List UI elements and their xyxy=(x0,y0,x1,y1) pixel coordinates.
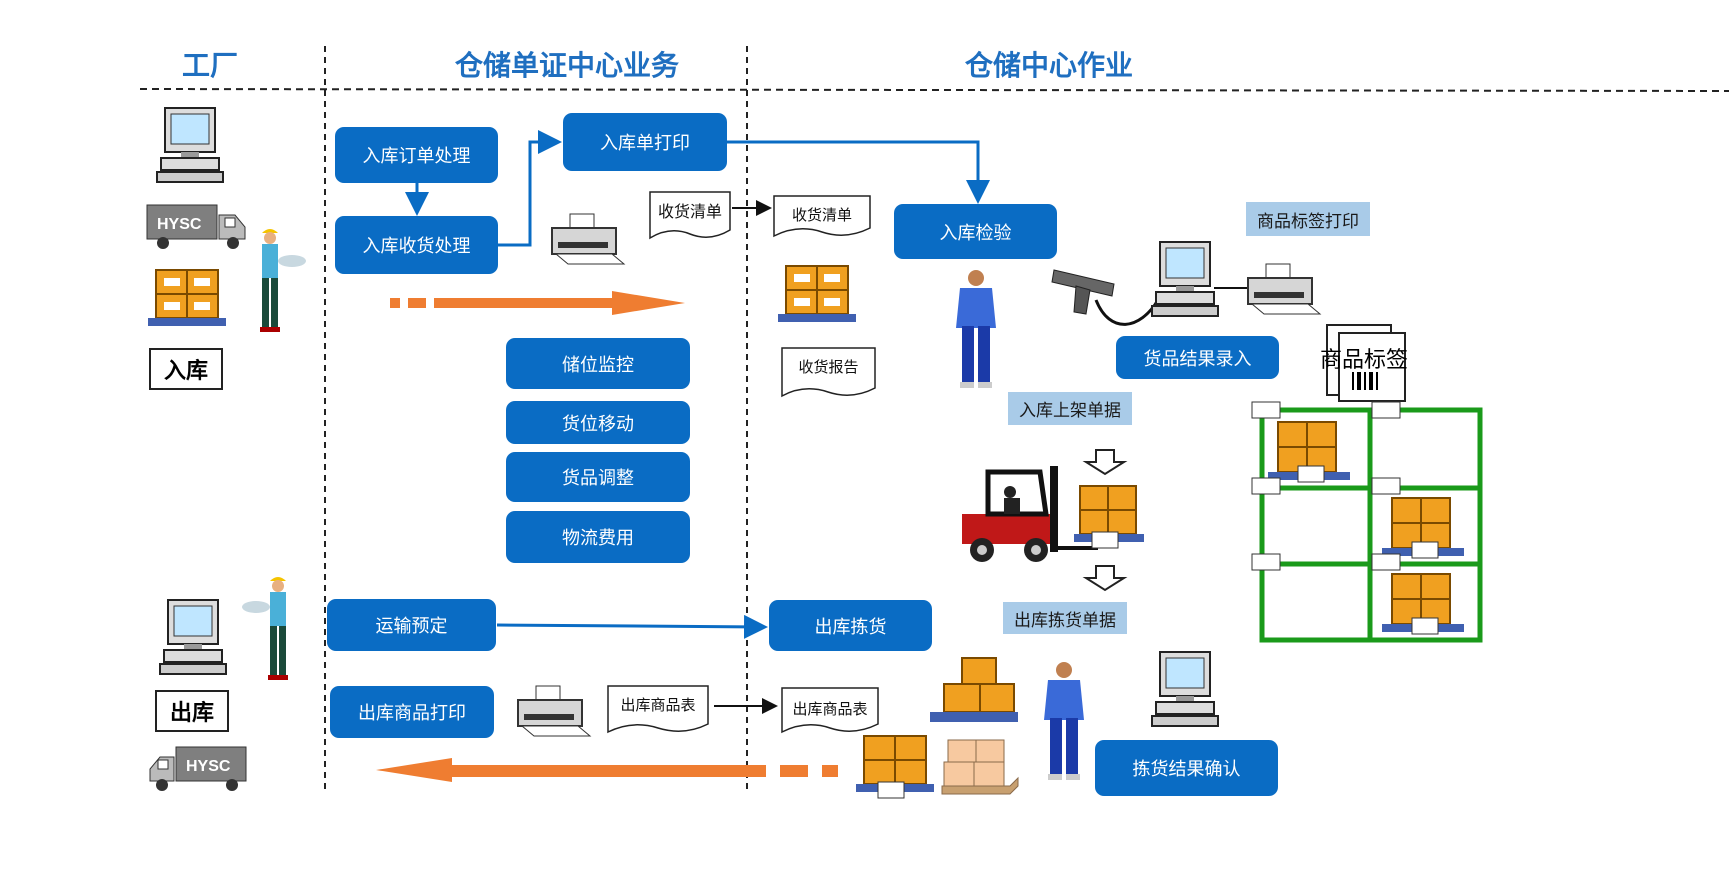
storage-monitor-box[interactable]: 储位监控 xyxy=(506,338,690,389)
receiving-processing-box[interactable]: 入库收货处理 xyxy=(335,216,498,274)
location-move-box[interactable]: 货位移动 xyxy=(506,401,690,444)
rack-pallet-icon xyxy=(1268,421,1350,483)
arrow-print-to-inspection xyxy=(726,140,990,204)
header-factory: 工厂 xyxy=(182,49,239,82)
computer-icon xyxy=(156,107,224,183)
storage-rack xyxy=(1259,407,1483,643)
product-label-card: 商品标签 xyxy=(1320,324,1408,402)
header-divider xyxy=(139,88,1729,92)
outbound-stack-icon xyxy=(930,657,1018,722)
transport-booking-box[interactable]: 运输预定 xyxy=(327,599,496,651)
outbound-list-text: 出库商品表 xyxy=(792,700,868,718)
barcode-icon xyxy=(1352,372,1378,390)
picking-confirm-box[interactable]: 拣货结果确认 xyxy=(1095,740,1278,796)
receiving-list-doc: 收货清单 xyxy=(772,194,872,240)
inbound-label: 入库 xyxy=(149,348,223,390)
computer-icon xyxy=(1151,651,1219,727)
order-processing-box[interactable]: 入库订单处理 xyxy=(335,127,498,183)
svg-text:HYSC: HYSC xyxy=(157,216,202,233)
result-entry-box[interactable]: 货品结果录入 xyxy=(1116,336,1279,379)
forklift-icon xyxy=(962,466,1144,562)
orange-inbound-arrow xyxy=(390,291,685,315)
outbound-label: 出库 xyxy=(155,690,229,732)
goods-adjust-box[interactable]: 货品调整 xyxy=(506,452,690,502)
operator-icon xyxy=(956,270,996,388)
truck-icon: HYSC xyxy=(146,204,246,249)
arrow-receiving-to-print xyxy=(498,130,562,247)
printer-icon xyxy=(1247,263,1322,315)
goods-pallet-icon xyxy=(778,265,856,322)
worker-icon xyxy=(242,577,288,680)
receiving-list-text: 收货清单 xyxy=(791,206,852,224)
computer-icon xyxy=(1151,241,1219,317)
product-label-text: 商品标签 xyxy=(1320,348,1409,373)
rack-pallet-icon xyxy=(1382,497,1464,559)
rack-pallet-icon xyxy=(1382,573,1464,635)
outbound-goods-print-box[interactable]: 出库商品打印 xyxy=(330,686,494,738)
putaway-doc-tag: 入库上架单据 xyxy=(1008,392,1132,425)
receiving-report-doc: 收货报告 xyxy=(780,346,877,400)
logistics-cost-box[interactable]: 物流费用 xyxy=(506,511,690,563)
computer-icon xyxy=(159,599,227,675)
outbound-list-text: 出库商品表 xyxy=(620,696,696,714)
printer-icon xyxy=(517,685,592,737)
truck-icon: HYSC xyxy=(149,746,247,791)
inbound-pallet-icon xyxy=(148,269,226,326)
inbound-print-box[interactable]: 入库单打印 xyxy=(563,113,727,171)
arrow-transport-to-picking xyxy=(496,614,768,639)
receiving-list-text: 收货清单 xyxy=(657,202,722,221)
worker-icon xyxy=(260,229,306,332)
outbound-picking-box[interactable]: 出库拣货 xyxy=(769,600,932,651)
down-arrow-putaway xyxy=(1082,449,1128,476)
boxes-pallet-icon xyxy=(941,739,1019,795)
orange-outbound-arrow xyxy=(376,758,838,782)
outbound-list-doc: 出库商品表 xyxy=(606,684,710,736)
header-center: 仓储单证中心业务 xyxy=(455,49,680,82)
label-print-tag: 商品标签打印 xyxy=(1246,202,1370,236)
header-ops: 仓储中心作业 xyxy=(965,49,1134,82)
down-arrow-picking xyxy=(1082,565,1128,592)
barcode-scanner-icon xyxy=(1051,269,1115,315)
outbound-pallet-icon xyxy=(856,735,934,799)
svg-text:HYSC: HYSC xyxy=(186,758,231,775)
receiving-report-text: 收货报告 xyxy=(798,358,859,376)
outbound-list-doc: 出库商品表 xyxy=(780,686,880,736)
printer-icon xyxy=(551,213,626,265)
receiving-list-doc: 收货清单 xyxy=(648,190,732,242)
picking-doc-tag: 出库拣货单据 xyxy=(1003,602,1127,634)
inbound-inspection-box[interactable]: 入库检验 xyxy=(894,204,1057,259)
operator-icon xyxy=(1044,662,1084,780)
